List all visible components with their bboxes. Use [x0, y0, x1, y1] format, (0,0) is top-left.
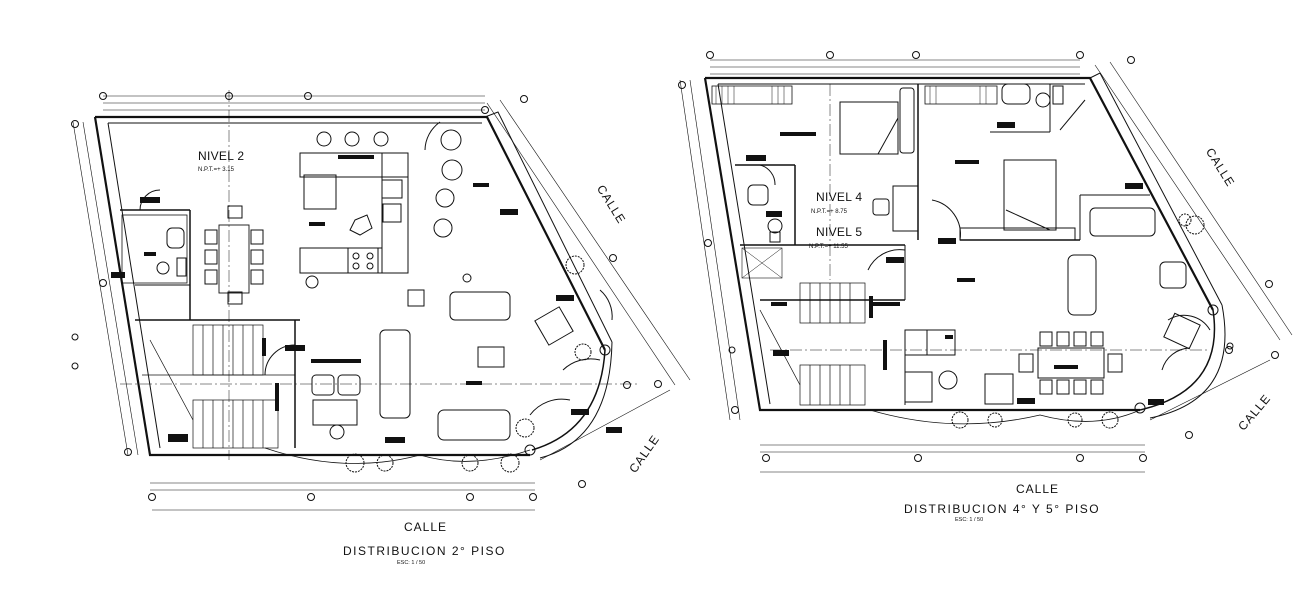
level-elevation-a: N.P.T.=+ 8.75 — [811, 209, 847, 215]
plan-title: DISTRIBUCION 4° Y 5° PISO — [904, 502, 1101, 516]
plan-scale: ESC: 1 / 50 — [955, 517, 984, 523]
left-plan — [71, 90, 691, 511]
level-label: NIVEL 2 — [198, 149, 245, 163]
plan-title: DISTRIBUCION 2° PISO — [343, 544, 506, 558]
street-label-bottom: CALLE — [404, 520, 448, 534]
street-label-bottom: CALLE — [1016, 482, 1060, 496]
level-elevation-b: N.P.T.=+ 11.55 — [809, 244, 848, 250]
right-plan — [678, 51, 1293, 473]
furniture-tags — [111, 122, 1164, 443]
level-label-a: NIVEL 4 — [816, 190, 863, 204]
level-elevation: N.P.T.=+ 3.15 — [198, 167, 234, 173]
plan-scale: ESC: 1 / 50 — [397, 560, 426, 566]
level-label-b: NIVEL 5 — [816, 225, 863, 239]
